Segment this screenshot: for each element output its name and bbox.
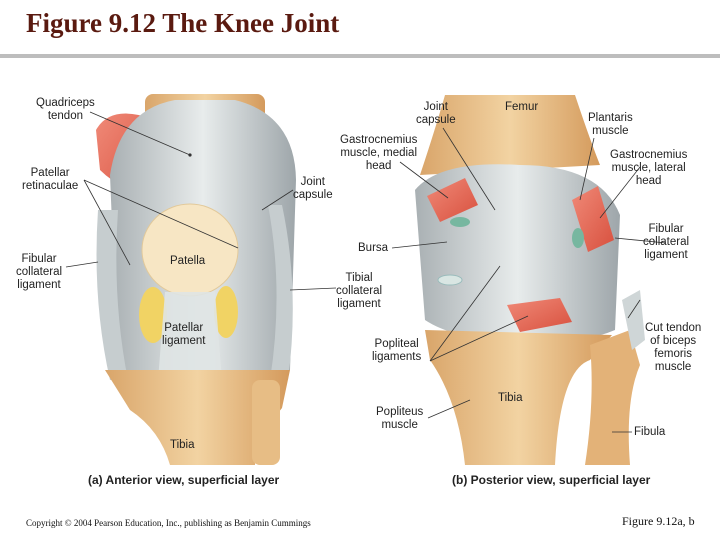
label-patellar-ligament-text: Patellar ligament [162, 322, 206, 347]
label-quadriceps-tendon-text: Quadriceps tendon [36, 97, 95, 122]
figure-reference: Figure 9.12a, b [622, 514, 695, 528]
label-tibial-collateral-text: Tibial collateral ligament [336, 272, 383, 310]
label-fibula: Fibula [634, 426, 665, 439]
gastro-lateral-head [572, 186, 614, 252]
title-divider [0, 54, 720, 58]
label-posterior-joint-capsule: Joint capsule [416, 101, 456, 127]
label-patella: Patella [170, 255, 205, 268]
label-gastro-lateral-text: Gastrocnemius muscle, lateral head [610, 149, 688, 187]
page-title: Figure 9.12 The Knee Joint [26, 8, 340, 38]
caption-anterior: (a) Anterior view, superficial layer [88, 473, 280, 487]
posterior-femur [420, 95, 600, 175]
label-patellar-ligament: Patellar ligament [162, 322, 205, 348]
label-popliteus: Popliteus muscle [376, 406, 423, 432]
label-posterior-fibular-collateral-text: Fibular collateral ligament [643, 223, 690, 261]
label-tibial-collateral: Tibial collateral ligament [336, 272, 382, 311]
patellar-ligament-band [158, 292, 222, 380]
label-femur: Femur [505, 101, 538, 114]
label-gastro-medial-text: Gastrocnemius muscle, medial head [340, 134, 418, 172]
label-cut-tendon-text: Cut tendon of biceps femoris muscle [645, 322, 702, 373]
gastro-medial-head [427, 178, 478, 222]
label-fibula-text: Fibula [634, 426, 666, 438]
label-anterior-tibia: Tibia [170, 439, 195, 452]
label-bursa: Bursa [358, 242, 388, 255]
label-anterior-joint-capsule: Joint capsule [293, 176, 333, 202]
anterior-view-art [65, 94, 337, 465]
caption-posterior: (b) Posterior view, superficial layer [452, 473, 651, 487]
label-gastro-medial: Gastrocnemius muscle, medial head [340, 134, 417, 173]
label-anterior-tibia-text: Tibia [170, 439, 195, 451]
label-cut-tendon: Cut tendon of biceps femoris muscle [645, 322, 701, 374]
label-popliteus-text: Popliteus muscle [376, 406, 424, 431]
label-patella-text: Patella [170, 255, 206, 267]
knee-illustration [65, 94, 667, 465]
label-popliteal-text: Popliteal ligaments [372, 338, 422, 363]
label-posterior-tibia: Tibia [498, 392, 523, 405]
label-anterior-fibular-collateral: Fibular collateral ligament [16, 253, 62, 292]
label-quadriceps-tendon: Quadriceps tendon [36, 97, 95, 123]
label-plantaris: Plantaris muscle [588, 112, 633, 138]
copyright-notice: Copyright © 2004 Pearson Education, Inc.… [26, 518, 311, 528]
posterior-tibia [425, 330, 612, 465]
posterior-view-art [391, 95, 667, 465]
label-popliteal: Popliteal ligaments [372, 338, 421, 364]
label-plantaris-text: Plantaris muscle [588, 112, 633, 137]
label-anterior-joint-capsule-text: Joint capsule [293, 176, 333, 201]
label-posterior-joint-capsule-text: Joint capsule [416, 101, 456, 126]
label-posterior-tibia-text: Tibia [498, 392, 523, 404]
label-femur-text: Femur [505, 101, 539, 113]
patella-bone [141, 203, 239, 297]
label-bursa-text: Bursa [358, 242, 389, 254]
posterior-fibula [585, 330, 640, 465]
anterior-tibia [105, 370, 290, 465]
label-anterior-fibular-collateral-text: Fibular collateral ligament [16, 253, 63, 291]
label-posterior-fibular-collateral: Fibular collateral ligament [643, 223, 689, 262]
label-patellar-retinaculae-text: Patellar retinaculae [22, 167, 79, 192]
label-patellar-retinaculae: Patellar retinaculae [22, 167, 78, 193]
label-gastro-lateral: Gastrocnemius muscle, lateral head [610, 149, 687, 188]
